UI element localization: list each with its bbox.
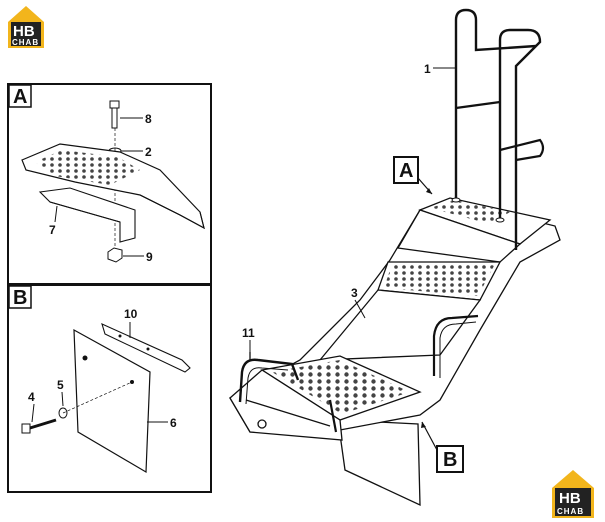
callout-b: B xyxy=(421,421,464,473)
detail-panel-b: B 10 5 4 6 xyxy=(7,284,212,493)
brand-logo-top: HB CHAB xyxy=(8,6,44,48)
bolt-part xyxy=(109,100,120,129)
detail-b-label: B xyxy=(13,287,27,309)
step-assembly xyxy=(229,197,561,507)
part-label-4: 4 xyxy=(28,390,35,404)
callout-b-label: B xyxy=(443,449,457,471)
logo-main-text-2: HB xyxy=(559,490,581,507)
step-plate-part xyxy=(21,143,205,230)
bolt-b-part xyxy=(21,418,57,434)
logo-sub-text: CHAB xyxy=(12,38,39,47)
part-label-10: 10 xyxy=(124,307,138,321)
callout-a: A xyxy=(393,156,433,195)
front-handrail xyxy=(238,352,338,433)
ladder-handrail xyxy=(451,8,545,250)
part-label-3: 3 xyxy=(351,286,358,300)
callout-a-label: A xyxy=(399,160,413,182)
part-label-5: 5 xyxy=(57,378,64,392)
clamp-strip-part xyxy=(101,323,191,373)
logo-sub-text-2: CHAB xyxy=(557,507,584,516)
main-mud-flap xyxy=(337,419,421,507)
nut-part xyxy=(107,247,123,263)
detail-panel-a: A 8 2 7 9 xyxy=(7,83,212,285)
logo-main-text: HB xyxy=(13,23,35,40)
part-label-8: 8 xyxy=(145,112,152,126)
part-label-11: 11 xyxy=(242,326,255,340)
main-part-labels: 1 3 11 xyxy=(242,62,456,352)
part-label-1: 1 xyxy=(424,62,431,76)
brand-logo-bottom: HB CHAB xyxy=(552,470,594,518)
mud-flap-part xyxy=(73,328,151,474)
bracket-part xyxy=(38,187,136,243)
part-label-2: 2 xyxy=(145,145,152,159)
part-label-7: 7 xyxy=(49,223,56,237)
part-label-9: 9 xyxy=(146,250,153,264)
part-label-6: 6 xyxy=(170,416,177,430)
detail-a-label: A xyxy=(13,86,27,108)
